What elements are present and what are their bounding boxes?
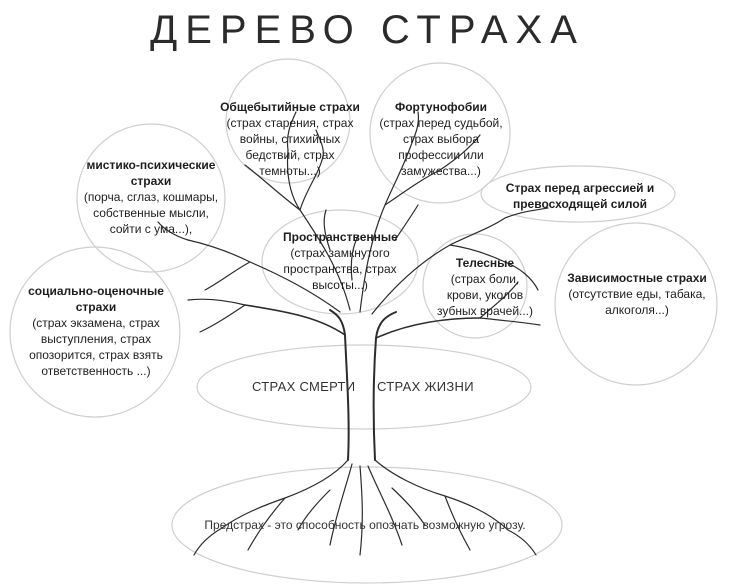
node-obshchebytiynye: Общебытийные страхи (страх старения, стр… <box>220 99 360 179</box>
node-mistiko: мистико-психические страхи (порча, сглаз… <box>76 157 226 237</box>
tree-branches <box>157 111 549 333</box>
bubble-agressiya <box>480 165 676 223</box>
node-obshchebytiynye-details: (страх старения, страх войны, стихийных … <box>226 116 354 178</box>
node-obshchebytiynye-heading: Общебытийные страхи <box>220 100 360 114</box>
node-telesnye: Телесные (страх боли, крови, уколов зубн… <box>434 255 536 319</box>
node-zavisimostnye-details: (отсутствие еды, табака, алкоголя...) <box>568 287 706 317</box>
node-mistiko-heading: мистико-психические страхи <box>86 158 216 188</box>
node-prostranstvennye-details: (страх замкнутого пространства, страх вы… <box>283 246 397 292</box>
page-title: ДЕРЕВО СТРАХА <box>150 8 585 52</box>
bubble-mistiko <box>76 123 226 273</box>
node-fortunofobii-heading: Фортунофобии <box>394 100 487 114</box>
bubble-prostranstvennye <box>261 209 419 315</box>
trunk-ellipse <box>196 344 532 430</box>
node-fortunofobii: Фортунофобии (страх перед судьбой, страх… <box>378 99 504 179</box>
node-agressiya: Страх перед агрессией и превосходящей си… <box>500 180 660 212</box>
bubble-sotsialno <box>9 246 181 418</box>
node-zavisimostnye-heading: Зависимостные страхи <box>567 271 707 285</box>
node-telesnye-details: (страх боли, крови, уколов зубных врачей… <box>436 272 534 318</box>
bubble-fortunofobii <box>369 62 511 204</box>
bubble-zavisimostnye <box>554 222 718 386</box>
node-zavisimostnye: Зависимостные страхи (отсутствие еды, та… <box>562 270 712 318</box>
tree-roots <box>193 459 537 556</box>
node-agressiya-heading: Страх перед агрессией и превосходящей си… <box>505 181 655 211</box>
node-sotsialno-heading: социально-оценочные страхи <box>28 284 164 314</box>
bubble-obshchebytiynye <box>225 58 351 184</box>
roots-note: Предстрах - это способность опознать воз… <box>204 518 526 532</box>
trunk-label-life: СТРАХ ЖИЗНИ <box>377 379 474 394</box>
node-telesnye-heading: Телесные <box>455 256 515 270</box>
node-prostranstvennye: Пространственные (страх замкнутого прост… <box>283 229 398 293</box>
node-sotsialno-details: (страх экзамена, страх выступления, стра… <box>29 316 163 378</box>
tree-trunk <box>244 304 481 461</box>
node-mistiko-details: (порча, сглаз, кошмары, собственные мысл… <box>83 190 219 236</box>
node-prostranstvennye-heading: Пространственные <box>283 230 398 244</box>
node-sotsialno: социально-оценочные страхи (страх экзаме… <box>22 283 170 379</box>
roots-ellipse <box>171 466 563 584</box>
node-fortunofobii-details: (страх перед судьбой, страх выбора профе… <box>379 116 503 178</box>
trunk-label-death: СТРАХ СМЕРТИ <box>252 379 356 394</box>
